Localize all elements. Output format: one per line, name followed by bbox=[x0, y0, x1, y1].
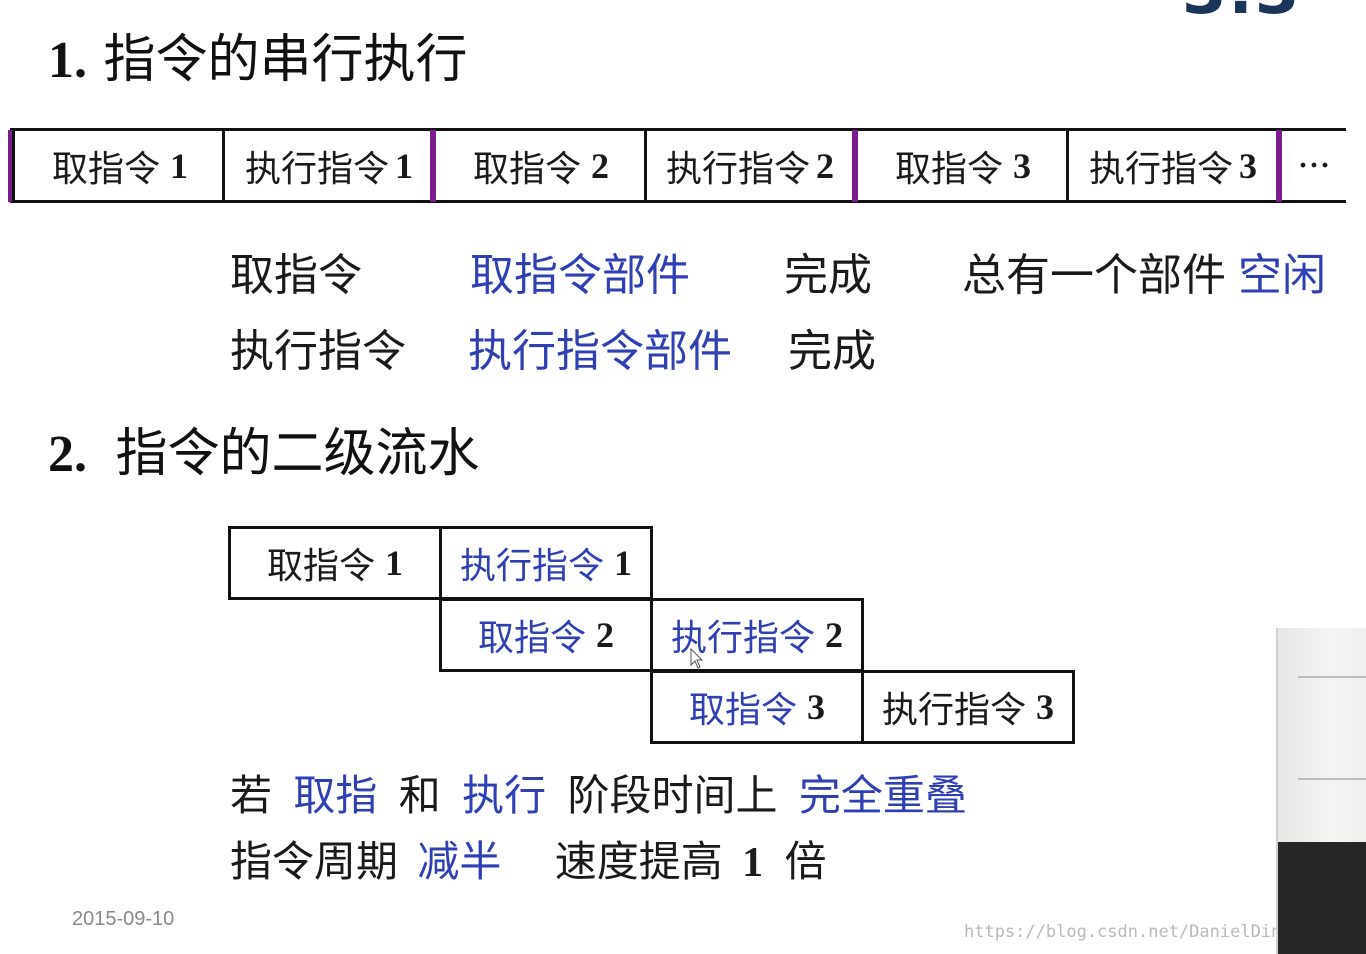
serial-ellipsis: ··· bbox=[1298, 149, 1332, 182]
bottom1-part: 阶段时间上 bbox=[567, 771, 778, 820]
serial-cell-label: 取指令 bbox=[894, 149, 1003, 190]
pipeline-box-label: 执行指令 bbox=[881, 690, 1026, 731]
watermark: https://blog.csdn.net/DanielDingshengli bbox=[964, 922, 1364, 942]
serial-top-line bbox=[10, 128, 1346, 131]
section1-heading: 1. 指令的串行执行 bbox=[48, 30, 468, 91]
pipeline-box-number: 1 bbox=[614, 543, 632, 583]
section1-number: 1. bbox=[48, 32, 87, 89]
serial-cell-label: 执行指令 bbox=[244, 149, 389, 190]
serial-cell-label: 取指令 bbox=[472, 149, 581, 190]
pipeline-box-label: 执行指令 bbox=[670, 618, 815, 659]
desc-row1-b: 取指令部件 bbox=[470, 250, 690, 301]
pipeline-box-number: 2 bbox=[596, 615, 614, 655]
bottom1-part: 执行 bbox=[462, 771, 547, 820]
serial-divider bbox=[12, 130, 15, 202]
pipeline-box-number: 3 bbox=[807, 687, 825, 727]
slide-date: 2015-09-10 bbox=[72, 908, 175, 930]
pipeline-box-label: 执行指令 bbox=[459, 546, 604, 587]
bottom1-part: 若 bbox=[230, 771, 273, 820]
desc-row1-e: 空闲 bbox=[1238, 250, 1326, 301]
bottom2-part: 倍 bbox=[784, 837, 827, 886]
serial-cell-number: 1 bbox=[395, 146, 413, 186]
serial-cell-number: 1 bbox=[170, 146, 188, 186]
pipeline-box-label: 取指令 bbox=[477, 618, 586, 659]
desc-row2-a: 执行指令 bbox=[230, 326, 406, 377]
section2-number: 2. bbox=[48, 426, 87, 483]
desc-row1-a: 取指令 bbox=[230, 250, 362, 301]
serial-divider bbox=[852, 130, 858, 202]
desc-row2-b: 执行指令部件 bbox=[468, 326, 732, 377]
bottom1-part: 和 bbox=[398, 771, 441, 820]
serial-cell-label: 取指令 bbox=[51, 149, 160, 190]
serial-cell-number: 2 bbox=[591, 146, 609, 186]
desc-row2-c: 完成 bbox=[788, 326, 876, 377]
pipeline-box-number: 1 bbox=[385, 543, 403, 583]
section1-title: 指令的串行执行 bbox=[103, 30, 468, 90]
corner-logo: 3.3 bbox=[1182, 0, 1306, 18]
serial-bottom-line bbox=[10, 200, 1346, 203]
bottom1-part: 完全重叠 bbox=[798, 771, 967, 820]
bottom2-part: 减半 bbox=[417, 837, 502, 886]
serial-divider bbox=[430, 130, 436, 202]
desc-row1-c: 完成 bbox=[784, 250, 872, 301]
mouse-cursor-icon bbox=[690, 648, 704, 669]
serial-cell-label: 执行指令 bbox=[1088, 149, 1233, 190]
section2-heading: 2. 指令的二级流水 bbox=[48, 424, 480, 485]
serial-divider bbox=[8, 130, 14, 202]
bottom-line-2: 指令周期 减半 速度提高 1 倍 bbox=[230, 836, 827, 889]
pipeline-box-number: 2 bbox=[825, 615, 843, 655]
serial-cell-number: 3 bbox=[1239, 146, 1257, 186]
bottom2-part: 速度提高 bbox=[554, 837, 723, 886]
bottom-line-1: 若 取指 和 执行 阶段时间上 完全重叠 bbox=[230, 770, 967, 822]
section2-title: 指令的二级流水 bbox=[115, 424, 480, 484]
pipeline-box-label: 取指令 bbox=[688, 690, 797, 731]
serial-cell-number: 3 bbox=[1013, 146, 1031, 186]
video-overlay bbox=[1276, 628, 1366, 954]
bottom1-part: 取指 bbox=[293, 771, 378, 820]
pipeline-box-number: 3 bbox=[1036, 687, 1054, 727]
serial-cell-label: 执行指令 bbox=[665, 149, 810, 190]
pipeline-box-label: 取指令 bbox=[266, 546, 375, 587]
serial-divider bbox=[1066, 130, 1069, 202]
serial-divider bbox=[644, 130, 647, 202]
desc-row1-d: 总有一个部件 bbox=[962, 250, 1226, 301]
serial-divider bbox=[1276, 130, 1282, 202]
bottom2-part: 指令周期 bbox=[230, 837, 399, 886]
bottom2-part: 1 bbox=[742, 840, 764, 886]
serial-cell-number: 2 bbox=[816, 146, 834, 186]
serial-divider bbox=[222, 130, 225, 202]
